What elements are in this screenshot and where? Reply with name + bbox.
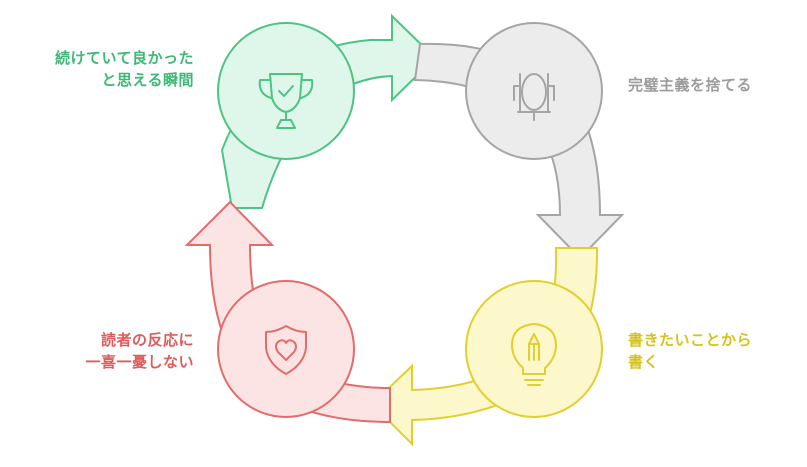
step-label-3: 書きたいことから 書く	[628, 329, 752, 373]
step-circle-gray	[465, 22, 603, 160]
step-circle-green	[217, 22, 355, 160]
step-label-2-line-1: 完璧主義を捨てる	[628, 76, 753, 94]
step-label-2: 完璧主義を捨てる	[628, 74, 752, 96]
step-label-3-line-2: 書く	[628, 353, 660, 371]
step-label-4-line-2: 一喜一憂しない	[85, 353, 194, 371]
step-circle-red	[217, 280, 355, 418]
step-label-1: 続けていて良かった と思える瞬間	[55, 47, 194, 91]
trophy-icon	[258, 73, 314, 129]
step-label-1-line-2: と思える瞬間	[101, 71, 194, 89]
mirror-icon	[513, 73, 555, 121]
step-label-1-line-1: 続けていて良かった	[54, 49, 194, 67]
step-label-4: 読者の反応に 一喜一憂しない	[85, 329, 194, 373]
heart-shield-icon	[265, 325, 307, 375]
pencil-bulb-icon	[511, 323, 557, 386]
step-label-4-line-1: 読者の反応に	[100, 331, 194, 349]
step-label-3-line-1: 書きたいことから	[628, 331, 753, 349]
